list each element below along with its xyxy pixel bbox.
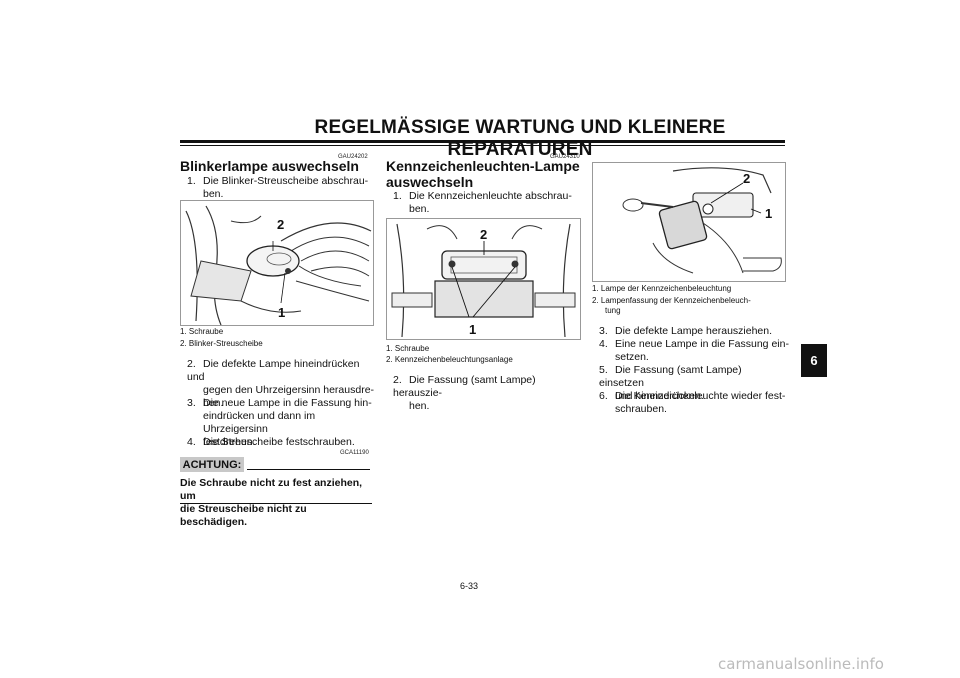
- caution-text: Die Schraube nicht zu fest anziehen, um …: [180, 477, 372, 529]
- step-text-cont: ben.: [203, 188, 224, 200]
- step-text: Die defekte Lampe hineindrücken und: [187, 358, 360, 383]
- step-text: Die Kennzeichenleuchte wieder fest-: [615, 390, 786, 402]
- caution-text-line: die Streuscheibe nicht zu beschädigen.: [180, 503, 307, 528]
- step-text: Die Kennzeichenleuchte abschrau-: [409, 190, 572, 202]
- section-code: GAU24310: [550, 154, 580, 160]
- step-text-cont: festdrehen.: [203, 436, 256, 448]
- caption-item-2: 2. Kennzeichenbeleuchtungsanlage: [386, 355, 513, 364]
- step-text: Die Fassung (samt Lampe) einsetzen: [599, 364, 742, 389]
- step-3: 3. Die neue Lampe in die Fassung hin- ein…: [187, 397, 377, 449]
- step-text-cont: schrauben.: [615, 403, 667, 415]
- step-5: 5.Die Fassung (samt Lampe) einsetzen und…: [599, 364, 789, 403]
- step-text: Die Fassung (samt Lampe) herauszie-: [393, 374, 536, 399]
- step-number: 5.: [599, 364, 608, 376]
- caption-item-1: 1. Lampe der Kennzeichenbeleuchtung: [592, 284, 732, 293]
- figure-callout-2: 2: [480, 227, 487, 242]
- step-text-cont: eindrücken und dann im Uhrzeigersinn: [203, 410, 316, 435]
- step-number: 2.: [187, 358, 196, 370]
- figure-callout-2: 2: [277, 217, 284, 232]
- figure-lamp-socket: 2 1: [592, 162, 786, 282]
- figure-license-plate-light: 2 1: [386, 218, 581, 340]
- step-6: 6. Die Kennzeichenleuchte wieder fest- sc…: [599, 390, 789, 416]
- caution-rule-bottom: [180, 503, 372, 504]
- caption-item-2-cont: tung: [605, 306, 621, 315]
- header-rule-thin: [180, 145, 785, 146]
- caption-item-1: 1. Schraube: [386, 344, 430, 353]
- step-text-cont: setzen.: [615, 351, 649, 363]
- blinker-illustration: 2 1: [185, 205, 372, 325]
- watermark[interactable]: carmanualsonline.info: [718, 655, 884, 673]
- section-title-line: Kennzeichenleuchten-Lampe: [386, 158, 580, 174]
- step-text-cont: gegen den Uhrzeigersinn herausdre-: [203, 384, 375, 396]
- lamp-socket-illustration: 2 1: [622, 167, 782, 274]
- step-number: 4.: [187, 436, 196, 448]
- step-2: 2.Die Fassung (samt Lampe) herauszie- he…: [393, 374, 583, 413]
- step-4: 4. Die Streuscheibe festschrauben.: [187, 436, 377, 449]
- license-plate-light-illustration: 2 1: [391, 223, 576, 338]
- header-rule: [180, 140, 785, 143]
- figure-callout-2: 2: [743, 171, 750, 186]
- caption-item-2: 2. Lampenfassung der Kennzeichenbeleuch-: [592, 296, 751, 305]
- step-number: 1.: [187, 175, 196, 187]
- section-title-line: auswechseln: [386, 174, 474, 190]
- chapter-tab[interactable]: 6: [801, 344, 827, 377]
- section-title-blinker: Blinkerlampe auswechseln: [180, 158, 359, 174]
- step-number: 3.: [187, 397, 196, 409]
- caution-code: GCA11190: [340, 450, 369, 456]
- caution-text-line: Die Schraube nicht zu fest anziehen, um: [180, 477, 363, 502]
- step-1: 1. Die Kennzeichenleuchte abschrau- ben.: [393, 190, 578, 216]
- step-text: Die defekte Lampe herausziehen.: [615, 325, 773, 337]
- section-title-kennzeichen: Kennzeichenleuchten-Lampe auswechseln: [386, 158, 580, 190]
- section-code: GAU24202: [338, 154, 368, 160]
- page-header-title: REGELMÄSSIGE WARTUNG UND KLEINERE REPARA…: [314, 117, 726, 160]
- figure-callout-1: 1: [469, 322, 476, 337]
- step-text: Eine neue Lampe in die Fassung ein-: [615, 338, 789, 350]
- step-text: Die neue Lampe in die Fassung hin-: [203, 397, 372, 409]
- step-number: 3.: [599, 325, 608, 337]
- caution-rule: [247, 469, 370, 470]
- step-text-cont: hen.: [203, 397, 224, 409]
- caption-item-2: 2. Blinker-Streuscheibe: [180, 339, 263, 348]
- step-text: Die Streuscheibe festschrauben.: [203, 436, 355, 448]
- step-text-cont: und hineindrücken.: [615, 390, 704, 402]
- step-number: 4.: [599, 338, 608, 350]
- step-text-cont: hen.: [409, 400, 430, 412]
- step-text-cont: ben.: [409, 203, 430, 215]
- caution-label: ACHTUNG:: [180, 457, 244, 472]
- step-number: 6.: [599, 390, 608, 402]
- step-2: 2.Die defekte Lampe hineindrücken und ge…: [187, 358, 377, 410]
- page-number: 6-33: [460, 581, 479, 591]
- step-4: 4. Eine neue Lampe in die Fassung ein- se…: [599, 338, 789, 364]
- figure-callout-1: 1: [278, 305, 285, 320]
- figure-blinker: 2 1: [180, 200, 374, 326]
- step-number: 2.: [393, 374, 402, 386]
- caption-item-1: 1. Schraube: [180, 327, 224, 336]
- step-3: 3. Die defekte Lampe herausziehen.: [599, 325, 789, 338]
- figure-callout-1: 1: [765, 206, 772, 221]
- step-number: 1.: [393, 190, 402, 202]
- step-text: Die Blinker-Streuscheibe abschrau-: [203, 175, 369, 187]
- step-1: 1. Die Blinker-Streuscheibe abschrau- ben…: [187, 175, 372, 201]
